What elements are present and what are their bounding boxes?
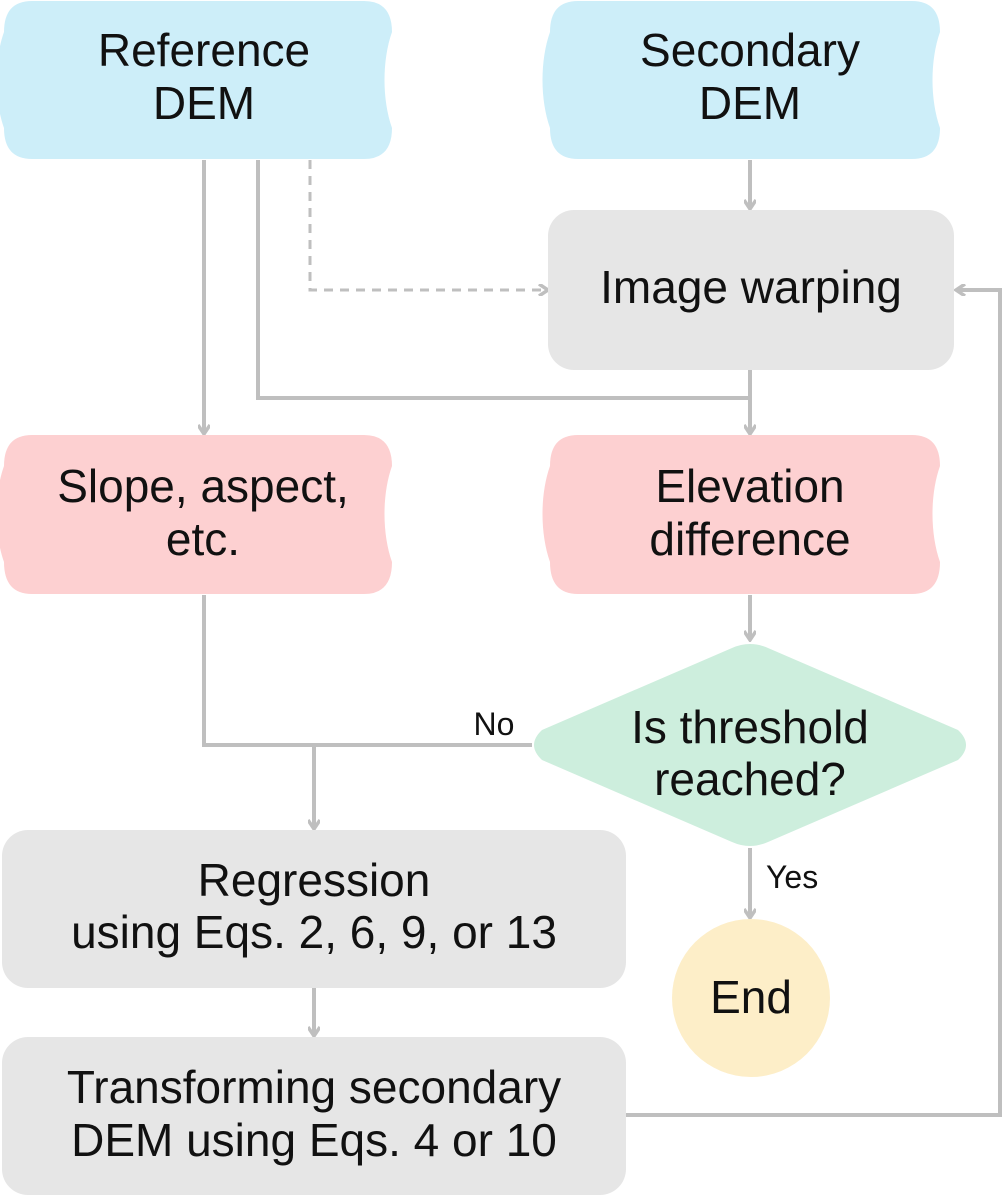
image-warping-shape (548, 210, 954, 370)
end-shape (672, 919, 830, 1077)
connector-reference-to-warping-dashed (308, 160, 548, 290)
reference-dem-line-2: DEM (153, 77, 255, 129)
edge-label-yes: Yes (766, 859, 818, 895)
edge-label-no: No (474, 706, 515, 742)
threshold-decision-line-2: reached? (654, 753, 846, 805)
connector-slope-to-regression (202, 595, 314, 829)
image-warping-label: Image warping (600, 261, 902, 313)
end-label: End (710, 971, 792, 1023)
threshold-decision-line-1: Is threshold (631, 701, 869, 753)
threshold-decision-shape (534, 644, 966, 846)
node-secondary-dem: Secondary DEM (542, 1, 940, 159)
transforming-shape (2, 1037, 626, 1195)
secondary-dem-shape (542, 1, 940, 159)
connector-transforming-loop-to-warping (626, 290, 1002, 1117)
node-regression: Regression using Eqs. 2, 6, 9, or 13 (2, 830, 626, 988)
node-end: End (672, 919, 830, 1077)
elevation-difference-line-1: Elevation (655, 460, 844, 512)
node-slope-aspect: Slope, aspect, etc. (0, 435, 392, 594)
secondary-dem-line-1: Secondary (640, 24, 860, 76)
node-elevation-difference: Elevation difference (542, 435, 940, 594)
regression-line-1: Regression (198, 854, 431, 906)
secondary-dem-line-2: DEM (699, 77, 801, 129)
node-transforming: Transforming secondary DEM using Eqs. 4 … (2, 1037, 626, 1195)
transforming-line-1: Transforming secondary (67, 1061, 561, 1113)
reference-dem-line-1: Reference (98, 24, 310, 76)
slope-aspect-line-1: Slope, aspect, (57, 460, 349, 512)
node-reference-dem: Reference DEM (0, 1, 392, 159)
slope-aspect-line-2: etc. (166, 513, 240, 565)
elevation-difference-line-2: difference (649, 513, 850, 565)
regression-line-2: using Eqs. 2, 6, 9, or 13 (71, 906, 557, 958)
transforming-line-2: DEM using Eqs. 4 or 10 (71, 1114, 557, 1166)
node-threshold-decision: Is threshold reached? (534, 644, 966, 846)
node-image-warping: Image warping (548, 210, 954, 370)
reference-dem-shape (0, 1, 392, 159)
slope-aspect-shape (0, 435, 392, 594)
connector-reference-to-elevation (256, 160, 750, 434)
elevation-difference-shape (542, 435, 940, 594)
regression-shape (2, 830, 626, 988)
